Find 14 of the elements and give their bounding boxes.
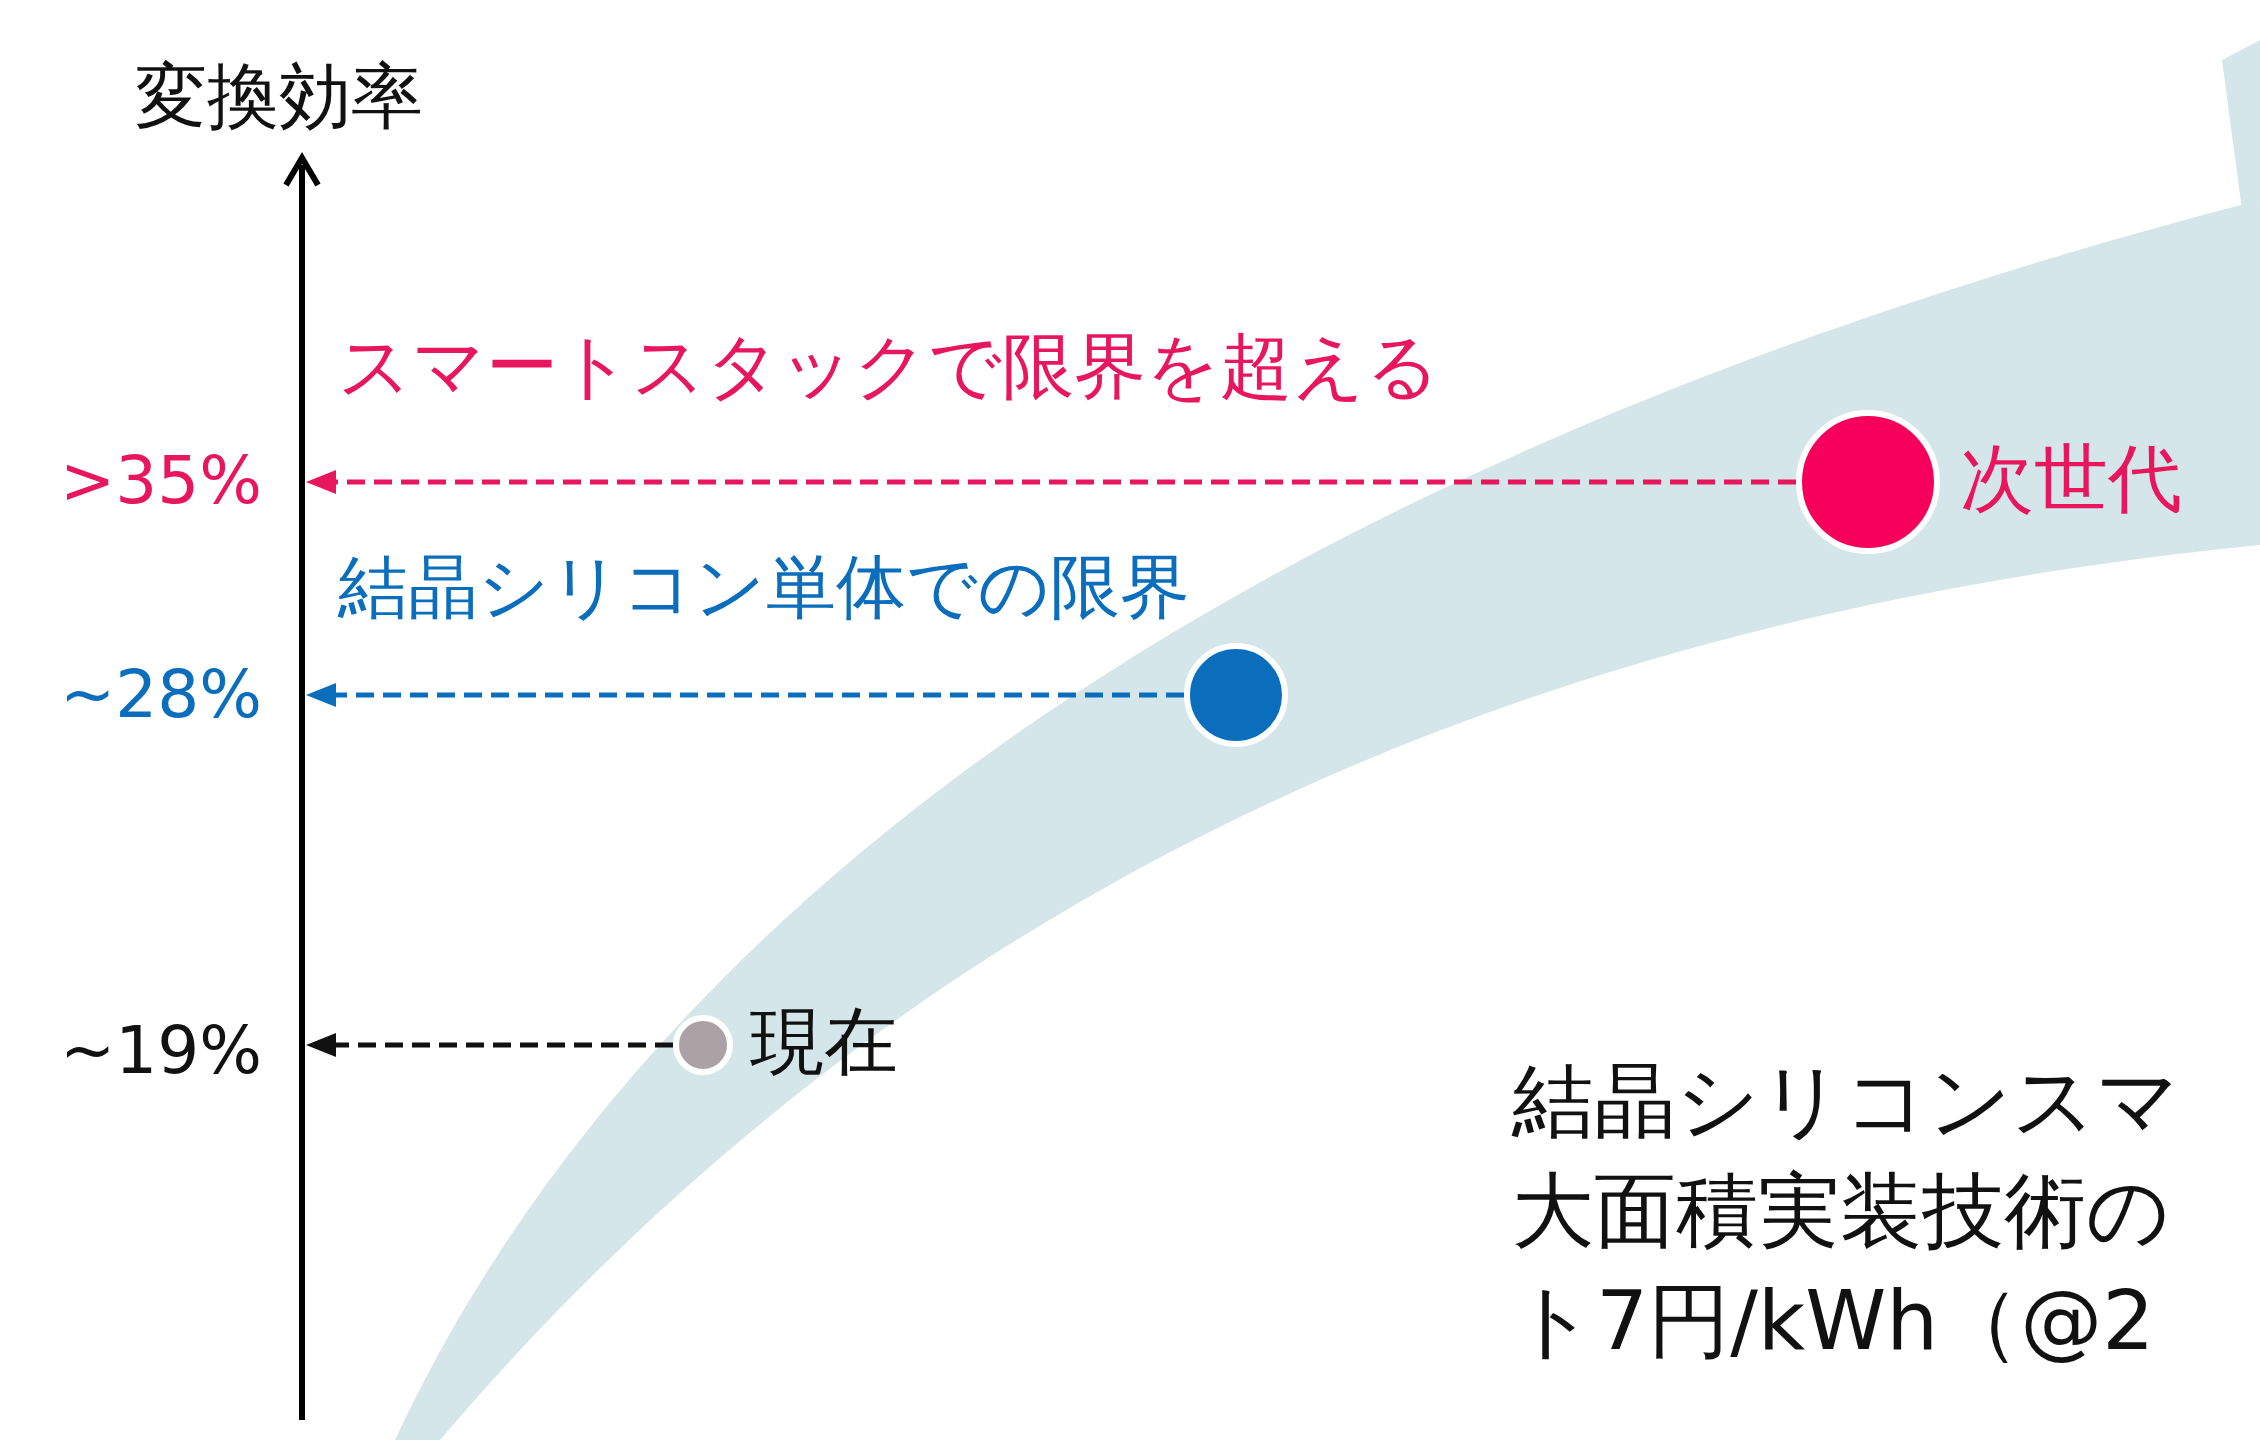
point-label: 現在: [750, 1004, 898, 1079]
value-label: >35%: [60, 448, 262, 514]
annotation-text: 結晶シリコン単体での限界: [338, 552, 1190, 622]
dashed-arrow: [306, 683, 1184, 707]
value-label: ~19%: [60, 1018, 262, 1084]
value-label: ~28%: [60, 662, 262, 728]
axis-title: 変換効率: [135, 60, 423, 132]
description-text: 結晶シリコンスマ: [1512, 1060, 2180, 1142]
description-text: 大面積実装技術の: [1512, 1170, 2170, 1252]
annotation-text: スマートスタックで限界を超える: [338, 330, 1440, 402]
description-text: ト7円/kWh（@2: [1512, 1280, 2155, 1362]
dashed-arrow: [306, 470, 1796, 494]
dashed-arrow: [306, 1033, 673, 1057]
point-label: 次世代: [1960, 441, 2182, 516]
